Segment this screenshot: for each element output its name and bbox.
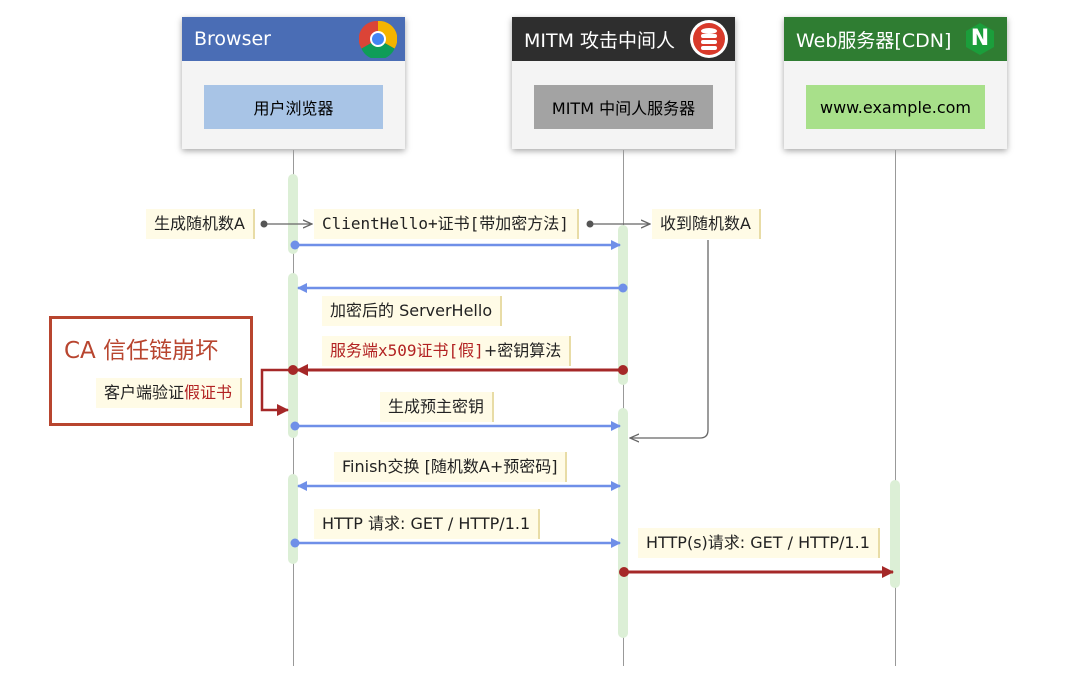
mitm-header-label: MITM 攻击中间人	[524, 29, 676, 52]
mitm-activation-1	[618, 225, 628, 385]
note-premaster-text: 生成预主密钥	[388, 397, 485, 416]
note-finish: Finish交换 [随机数A+预密码]	[334, 452, 568, 482]
arrow-premaster-dot	[290, 421, 300, 431]
web-actor: Web服务器[CDN] N www.example.com	[784, 17, 1007, 149]
note-fake-cert-red: 服务端x509证书[假]	[330, 341, 484, 360]
mitm-actor: MITM 攻击中间人 MITM 中间人服务器	[512, 17, 735, 149]
web-header-label: Web服务器[CDN]	[796, 29, 952, 52]
browser-activation-3	[288, 474, 298, 564]
web-header: Web服务器[CDN] N	[784, 17, 1007, 61]
client-hello-dot	[586, 220, 594, 228]
nginx-icon: N	[963, 22, 997, 56]
browser-inner: 用户浏览器	[204, 85, 383, 129]
note-server-hello: 加密后的 ServerHello	[322, 296, 503, 326]
note-recv-random: 收到随机数A	[652, 209, 761, 239]
browser-inner-label: 用户浏览器	[253, 99, 334, 118]
browser-header-label: Browser	[194, 28, 271, 50]
database-icon	[690, 20, 728, 58]
note-https-request-text: HTTP(s)请求: GET / HTTP/1.1	[646, 533, 870, 552]
arrow-http-request-dot	[290, 538, 300, 548]
mitm-inner: MITM 中间人服务器	[534, 85, 713, 129]
web-activation-1	[890, 480, 900, 588]
web-inner-label: www.example.com	[820, 97, 971, 117]
browser-activation-1	[288, 174, 298, 254]
recv-random-return	[630, 240, 709, 438]
mitm-header: MITM 攻击中间人	[512, 17, 735, 61]
gen-random-dot	[260, 220, 268, 228]
arrow-fake-cert-dot-end	[618, 365, 628, 375]
note-client-verify-prefix: 客户端验证	[104, 383, 185, 402]
note-server-hello-text: 加密后的 ServerHello	[330, 301, 493, 320]
mitm-activation-2	[618, 408, 628, 638]
web-inner: www.example.com	[806, 85, 985, 129]
arrow-https-request-dot	[619, 567, 629, 577]
browser-activation-2	[288, 273, 298, 438]
note-client-hello-text: ClientHello+证书[带加密方法]	[322, 214, 569, 233]
client-verify-loop	[260, 368, 290, 416]
note-fake-cert: 服务端x509证书[假]+密钥算法	[322, 336, 572, 366]
ca-trust-box: CA 信任链崩坏	[49, 316, 253, 426]
arrow-client-hello-dot	[290, 240, 300, 250]
note-gen-random-text: 生成随机数A	[154, 214, 245, 233]
note-client-verify-red: 假证书	[184, 383, 233, 402]
note-client-verify: 客户端验证假证书	[96, 378, 243, 408]
note-gen-random: 生成随机数A	[146, 209, 255, 239]
nginx-letter: N	[970, 26, 990, 51]
note-https-request: HTTP(s)请求: GET / HTTP/1.1	[638, 528, 880, 558]
arrow-server-hello-dot	[618, 283, 628, 293]
note-http-request: HTTP 请求: GET / HTTP/1.1	[314, 509, 541, 539]
note-premaster: 生成预主密钥	[380, 392, 495, 422]
note-recv-random-text: 收到随机数A	[660, 214, 751, 233]
browser-header: Browser	[182, 17, 405, 61]
note-finish-text: Finish交换 [随机数A+预密码]	[342, 457, 558, 476]
note-client-hello: ClientHello+证书[带加密方法]	[314, 209, 579, 239]
web-lifeline	[895, 150, 896, 666]
arrow-fake-cert-dot-start	[288, 365, 298, 375]
note-http-request-text: HTTP 请求: GET / HTTP/1.1	[322, 514, 531, 533]
browser-actor: Browser 用户浏览器	[182, 17, 405, 149]
ca-trust-title: CA 信任链崩坏	[64, 338, 219, 364]
chrome-icon	[359, 20, 397, 58]
mitm-inner-label: MITM 中间人服务器	[551, 99, 696, 118]
note-fake-cert-suffix: +密钥算法	[483, 341, 562, 360]
